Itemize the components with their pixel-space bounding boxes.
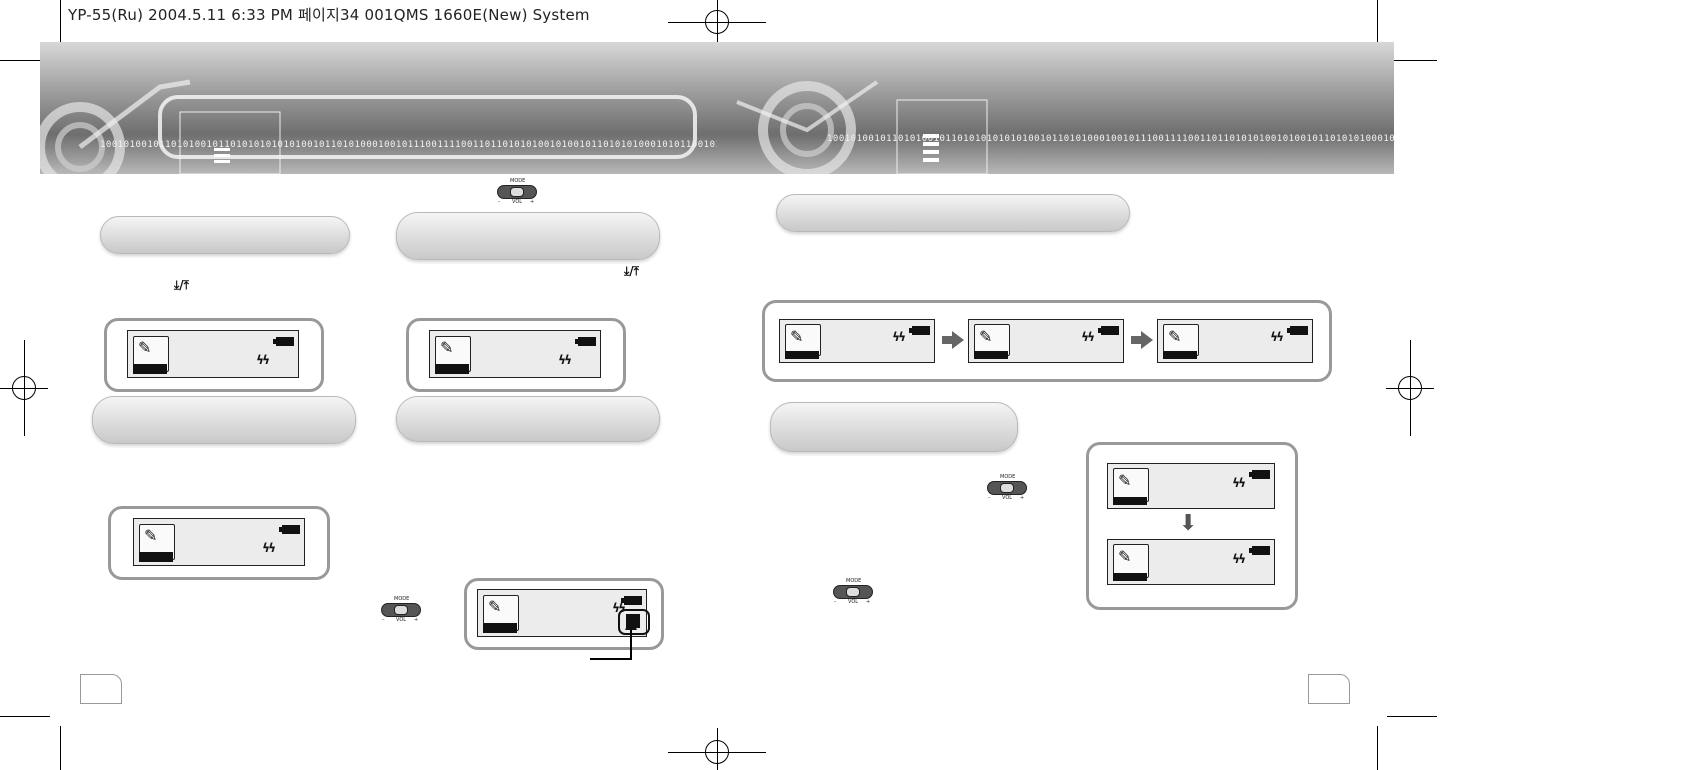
pen-icon: ✎ (790, 327, 804, 346)
section-heading-pill-3 (92, 396, 356, 444)
repeat-mode-icon: ϟϟ (558, 353, 572, 367)
display-sequence-frame: ✎ ϟϟ ✎ ϟϟ ✎ ϟϟ (762, 300, 1332, 382)
display-icon-box (1113, 468, 1149, 502)
indicator-highlight-circle (618, 609, 650, 635)
header-banner-right: 1001010010110101001011010101010101001011… (717, 42, 1394, 174)
display-mode-bar (133, 364, 167, 374)
lcd-display: ✎ ϟϟ (477, 589, 650, 637)
crop-mark-bottom-right-v (1377, 726, 1378, 770)
lcd-display: ✎ ϟϟ (1107, 539, 1275, 585)
display-mode-bar (435, 364, 469, 374)
display-mode-bar (974, 351, 1008, 359)
print-slug-line: YP-55(Ru) 2004.5.11 6:33 PM 페이지34 001QMS… (68, 6, 590, 24)
lcd-frame-highlighted: ✎ ϟϟ (464, 578, 664, 650)
lcd-display: ✎ ϟϟ (127, 330, 299, 378)
battery-icon (273, 337, 294, 346)
header-banner-left: 1001010010110101001011010101010101001011… (40, 42, 717, 174)
pen-icon: ✎ (440, 338, 454, 357)
section-heading-pill-6 (770, 402, 1018, 452)
section-heading-pill-2 (396, 212, 660, 260)
callout-arrowhead (625, 618, 637, 630)
banner-graphic-left (40, 79, 697, 174)
crop-mark-top-right-v (1377, 0, 1378, 50)
remote-control-icon: MODE – VOL + (496, 178, 538, 206)
repeat-mode-icon: ϟϟ (256, 353, 270, 367)
arrow-down-icon: ⬇ (1179, 511, 1198, 536)
skip-icon: ⤓/⤒ (624, 264, 639, 278)
section-heading-pill-5 (776, 194, 1130, 232)
lcd-display: ✎ ϟϟ (429, 330, 601, 378)
registration-mark-bottom (705, 740, 729, 764)
repeat-mode-icon: ϟϟ (262, 541, 276, 555)
repeat-mode-icon: ϟϟ (892, 330, 906, 344)
display-mode-bar (139, 552, 173, 562)
remote-control-icon: MODE – VOL + (380, 596, 422, 624)
lcd-display: ✎ ϟϟ (779, 319, 935, 363)
crop-mark-bottom-right (1387, 716, 1437, 717)
display-transition-frame: ✎ ϟϟ ⬇ ✎ ϟϟ (1086, 442, 1298, 610)
banner-graphic-right (736, 80, 988, 174)
battery-icon (1249, 470, 1270, 479)
crop-mark-top-left-v (60, 0, 61, 50)
pen-icon: ✎ (1168, 327, 1182, 346)
display-icon-box (785, 324, 821, 356)
crop-mark-bottom-left (0, 716, 50, 717)
page-number-tab-right (1308, 674, 1350, 704)
battery-icon (1098, 326, 1119, 335)
pen-icon: ✎ (1118, 547, 1132, 566)
battery-icon (1287, 326, 1308, 335)
repeat-mode-icon: ϟϟ (1232, 552, 1246, 566)
remote-control-icon: MODE – VOL + (986, 474, 1028, 502)
pen-icon: ✎ (144, 526, 158, 545)
sequence-arrow-shaft (1131, 336, 1141, 344)
registration-mark-left (12, 376, 36, 400)
callout-line-horizontal (590, 658, 632, 660)
pen-icon: ✎ (979, 327, 993, 346)
lcd-display: ✎ ϟϟ (968, 319, 1124, 363)
crop-mark-top-right (1387, 60, 1437, 61)
lcd-frame: ✎ ϟϟ (406, 318, 626, 392)
lcd-frame: ✎ ϟϟ (104, 318, 324, 392)
sequence-arrow-icon (952, 331, 964, 349)
display-mode-bar (785, 351, 819, 359)
callout-line-vertical (630, 628, 632, 658)
banner-binary-text-left: 1001010010110101001011010101010101001011… (100, 140, 717, 150)
battery-icon (909, 326, 930, 335)
battery-icon (575, 337, 596, 346)
display-mode-bar (483, 623, 517, 633)
battery-icon (1249, 546, 1270, 555)
crop-mark-bottom-left-v (60, 726, 61, 770)
lcd-display: ✎ ϟϟ (133, 518, 305, 566)
page-number-tab-left (80, 674, 122, 704)
pen-icon: ✎ (1118, 471, 1132, 490)
registration-mark-right (1398, 376, 1422, 400)
sequence-arrow-icon (1141, 331, 1153, 349)
crop-mark-top-left (0, 60, 50, 61)
battery-icon (621, 596, 642, 605)
lcd-display: ✎ ϟϟ (1107, 463, 1275, 509)
registration-mark-top (705, 10, 729, 34)
repeat-mode-icon: ϟϟ (1232, 476, 1246, 490)
section-heading-pill-4 (396, 396, 660, 442)
repeat-mode-icon: ϟϟ (1081, 330, 1095, 344)
skip-icon: ⤓/⤒ (174, 278, 189, 292)
remote-control-icon: MODE – VOL + (832, 578, 874, 606)
battery-icon (279, 525, 300, 534)
display-mode-bar (1163, 351, 1197, 359)
lcd-frame: ✎ ϟϟ (108, 506, 330, 580)
pen-icon: ✎ (138, 338, 152, 357)
banner-binary-text-right: 1001010010110101001011010101010101001011… (827, 134, 1394, 144)
lcd-display: ✎ ϟϟ (1157, 319, 1313, 363)
display-icon-box (974, 324, 1010, 356)
display-mode-bar (1113, 497, 1147, 505)
section-heading-pill-1 (100, 216, 350, 254)
pen-icon: ✎ (488, 597, 502, 616)
display-mode-bar (1113, 573, 1147, 581)
repeat-mode-icon: ϟϟ (1270, 330, 1284, 344)
sequence-arrow-shaft (942, 336, 952, 344)
